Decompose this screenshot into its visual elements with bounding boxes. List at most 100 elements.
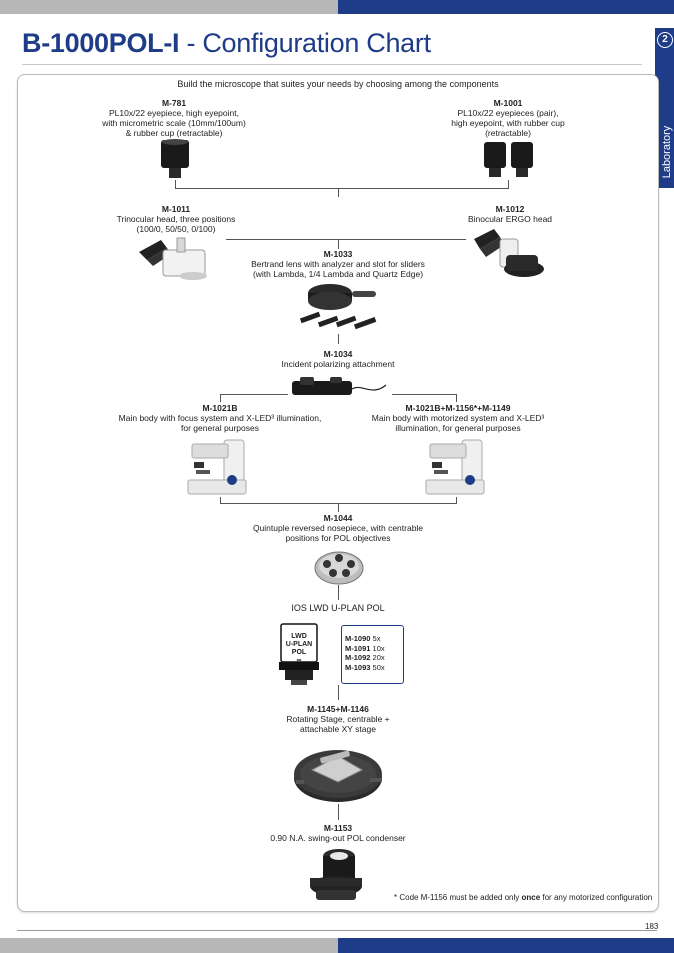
- polarizing-attachment-image: [292, 377, 387, 395]
- binocular-ergo-head-image: [474, 229, 544, 277]
- m1021b-motorized-label: M-1021B+M-1156*+M-1149 Main body with mo…: [348, 403, 568, 433]
- objective-row: M-1091 10x: [342, 644, 403, 654]
- m1011-desc-1: Trinocular head, three positions: [116, 214, 236, 224]
- connector-line: [456, 394, 457, 402]
- connector-line: [220, 394, 288, 395]
- m1145-desc-2: attachable XY stage: [300, 724, 376, 734]
- m1011-desc-2: (100/0, 50/50, 0/100): [136, 224, 216, 234]
- section-label: Laboratory: [661, 125, 673, 179]
- connector-line: [338, 585, 339, 600]
- objective-mag: 20x: [372, 653, 385, 662]
- m1034-code: M-1034: [323, 349, 353, 359]
- page-title: B-1000POL-I - Configuration Chart: [22, 28, 431, 59]
- objective-engraving-line: ∞: [296, 657, 302, 664]
- top-bar-gray: [0, 0, 338, 14]
- bertrand-lens-image: [300, 284, 377, 330]
- connector-line: [338, 188, 339, 197]
- m1011-label: M-1011 Trinocular head, three positions …: [96, 204, 256, 234]
- section-tab: 2 Laboratory: [655, 28, 674, 188]
- main-body-motorized-image: [425, 439, 485, 495]
- objective-row: M-1092 20x: [342, 653, 403, 663]
- m1001-code: M-1001: [493, 98, 523, 108]
- objective-code: M-1090: [345, 634, 371, 643]
- objective-mag: 50x: [372, 662, 385, 672]
- m1021b-label: M-1021B Main body with focus system and …: [110, 403, 330, 433]
- model-name: B-1000POL-I: [22, 28, 180, 58]
- connector-line: [338, 804, 339, 820]
- objective-code: M-1093: [345, 662, 371, 672]
- m1012-label: M-1012 Binocular ERGO head: [440, 204, 580, 224]
- top-bar-blue: [338, 0, 674, 14]
- m1001-desc-1: PL10x/22 eyepieces (pair),: [457, 108, 559, 118]
- m1021b-motorized-desc-1: Main body with motorized system and X-LE…: [371, 413, 545, 423]
- connector-line: [220, 394, 221, 402]
- footnote-emphasis: once: [521, 893, 541, 902]
- footnote: * Code M-1156 must be added only once fo…: [394, 893, 652, 902]
- rotating-stage-image: [294, 750, 382, 802]
- m1044-label: M-1044 Quintuple reversed nosepiece, wit…: [238, 513, 438, 543]
- m781-label: M-781 PL10x/22 eyepiece, high eyepoint, …: [84, 98, 264, 138]
- m1145-code: M-1145+M-1146: [307, 704, 369, 714]
- m1021b-desc-2: for general purposes: [181, 423, 259, 433]
- m781-desc-1: PL10x/22 eyepiece, high eyepoint,: [109, 108, 239, 118]
- objective-mag: 10x: [372, 643, 385, 653]
- bottom-bar-blue: [338, 938, 674, 953]
- condenser-image: [310, 849, 362, 900]
- footer-divider: [17, 930, 657, 931]
- objective-engraving: LWD U-PLAN POL ∞: [281, 633, 317, 665]
- objectives-list: M-1090 5x M-1091 10x M-1092 20x M-1093 5…: [341, 625, 404, 684]
- m1033-code: M-1033: [323, 249, 353, 259]
- m1001-desc-2: high eyepoint, with rubber cup: [451, 118, 565, 128]
- objective-image: [279, 623, 319, 685]
- objective-row: M-1093 50x: [342, 663, 403, 673]
- eyepiece-image: [161, 139, 189, 178]
- m781-desc-2: with micrometric scale (10mm/100um): [102, 118, 246, 128]
- connector-line: [508, 180, 509, 189]
- connector-line: [338, 503, 339, 512]
- intro-text: Build the microscope that suites your ne…: [177, 79, 499, 89]
- m1034-label: M-1034 Incident polarizing attachment: [238, 349, 438, 369]
- m1153-desc-1: 0.90 N.A. swing-out POL condenser: [270, 833, 406, 843]
- objective-code: M-1092: [345, 653, 371, 662]
- m1001-label: M-1001 PL10x/22 eyepieces (pair), high e…: [418, 98, 598, 138]
- connector-line: [338, 239, 339, 249]
- m1033-label: M-1033 Bertrand lens with analyzer and s…: [228, 249, 448, 279]
- title-divider: [22, 64, 642, 65]
- objective-engraving-line: LWD: [291, 633, 307, 640]
- footnote-text-1: * Code M-1156 must be added only: [394, 893, 522, 902]
- objective-row: M-1090 5x: [342, 634, 403, 644]
- m1044-desc-2: positions for POL objectives: [285, 533, 391, 543]
- connector-line: [226, 239, 466, 240]
- m1021b-code: M-1021B: [202, 403, 238, 413]
- connector-line: [456, 497, 457, 504]
- m1044-code: M-1044: [323, 513, 353, 523]
- m781-code: M-781: [161, 98, 187, 108]
- footnote-text-2: for any motorized configuration: [540, 893, 653, 902]
- objective-engraving-line: U-PLAN: [285, 641, 313, 648]
- m1011-code: M-1011: [161, 204, 191, 214]
- section-number: 2: [657, 32, 673, 48]
- connector-line: [175, 188, 509, 189]
- m1021b-desc-1: Main body with focus system and X-LED³ i…: [118, 413, 322, 423]
- connector-line: [338, 685, 339, 700]
- connector-line: [392, 394, 457, 395]
- m1044-desc-1: Quintuple reversed nosepiece, with centr…: [252, 523, 424, 533]
- m1021b-motorized-desc-2: illumination, for general purposes: [395, 423, 521, 433]
- m1034-desc-1: Incident polarizing attachment: [281, 359, 395, 369]
- main-body-image: [187, 439, 247, 495]
- m1001-desc-3: (retractable): [485, 128, 531, 138]
- m1153-code: M-1153: [323, 823, 353, 833]
- objectives-title: IOS LWD U-PLAN POL: [291, 603, 385, 613]
- m781-desc-3: & rubber cup (retractable): [125, 128, 223, 138]
- m1033-desc-1: Bertrand lens with analyzer and slot for…: [251, 259, 425, 269]
- m1033-desc-2: (with Lambda, 1/4 Lambda and Quartz Edge…: [252, 269, 424, 279]
- m1145-label: M-1145+M-1146 Rotating Stage, centrable …: [248, 704, 428, 734]
- title-separator: -: [179, 28, 203, 58]
- m1145-desc-1: Rotating Stage, centrable +: [286, 714, 390, 724]
- m1021b-motorized-code: M-1021B+M-1156*+M-1149: [405, 403, 511, 413]
- connector-line: [220, 497, 221, 504]
- m1153-label: M-1153 0.90 N.A. swing-out POL condenser: [238, 823, 438, 843]
- objective-mag: 5x: [372, 634, 381, 643]
- nosepiece-image: [314, 551, 364, 585]
- connector-line: [175, 180, 176, 189]
